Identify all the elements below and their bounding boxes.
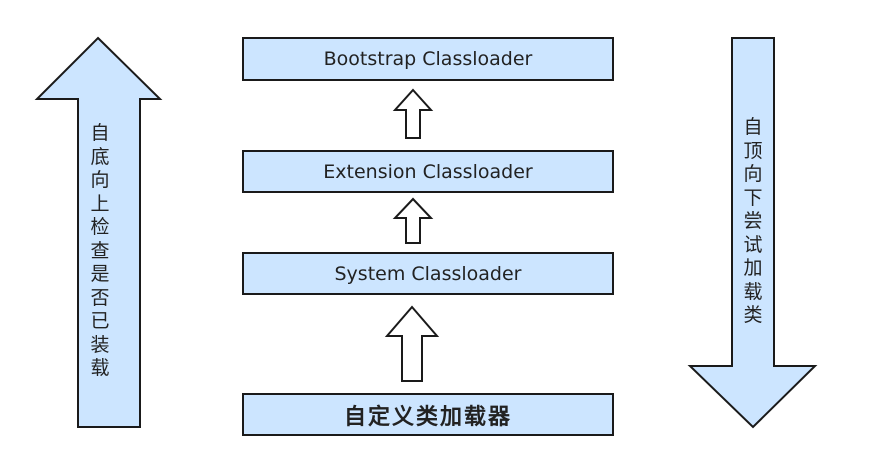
vertical-char: 已 xyxy=(90,310,110,332)
custom-classloader-box: 自定义类加载器 xyxy=(242,393,614,436)
vertical-char: 类 xyxy=(743,304,763,326)
system-classloader-label: System Classloader xyxy=(334,262,522,285)
vertical-char: 下 xyxy=(743,186,763,209)
vertical-char: 自 xyxy=(743,116,763,138)
custom-classloader-label: 自定义类加载器 xyxy=(343,403,512,430)
vertical-char: 试 xyxy=(743,233,763,256)
bootstrap-classloader-label: Bootstrap Classloader xyxy=(323,48,533,70)
system-classloader-box: System Classloader xyxy=(242,252,614,295)
left-arrow-label: 自底向上检查是否已装载 xyxy=(80,122,120,381)
vertical-char: 是 xyxy=(90,263,110,285)
extension-classloader-box: Extension Classloader xyxy=(242,150,614,193)
small-up-arrow-2 xyxy=(392,197,434,244)
right-down-arrow xyxy=(687,37,818,429)
vertical-char: 检 xyxy=(90,216,110,238)
vertical-char: 否 xyxy=(90,286,110,309)
vertical-char: 尝 xyxy=(743,210,763,232)
vertical-char: 载 xyxy=(743,280,763,303)
left-up-arrow xyxy=(34,36,163,428)
vertical-char: 自 xyxy=(90,122,110,144)
vertical-char: 底 xyxy=(90,145,110,168)
vertical-char: 查 xyxy=(90,239,110,262)
large-up-arrow xyxy=(384,305,440,382)
vertical-char: 装 xyxy=(90,333,110,356)
vertical-char: 加 xyxy=(743,257,763,279)
vertical-char: 向 xyxy=(743,163,763,185)
vertical-char: 载 xyxy=(90,357,110,379)
vertical-char: 向 xyxy=(90,169,110,191)
small-up-arrow-1 xyxy=(392,88,434,139)
vertical-char: 顶 xyxy=(743,139,763,162)
vertical-char: 上 xyxy=(90,192,110,215)
bootstrap-classloader-box: Bootstrap Classloader xyxy=(242,37,614,81)
right-arrow-label: 自顶向下尝试加载类 xyxy=(733,116,773,328)
extension-classloader-label: Extension Classloader xyxy=(323,160,533,183)
